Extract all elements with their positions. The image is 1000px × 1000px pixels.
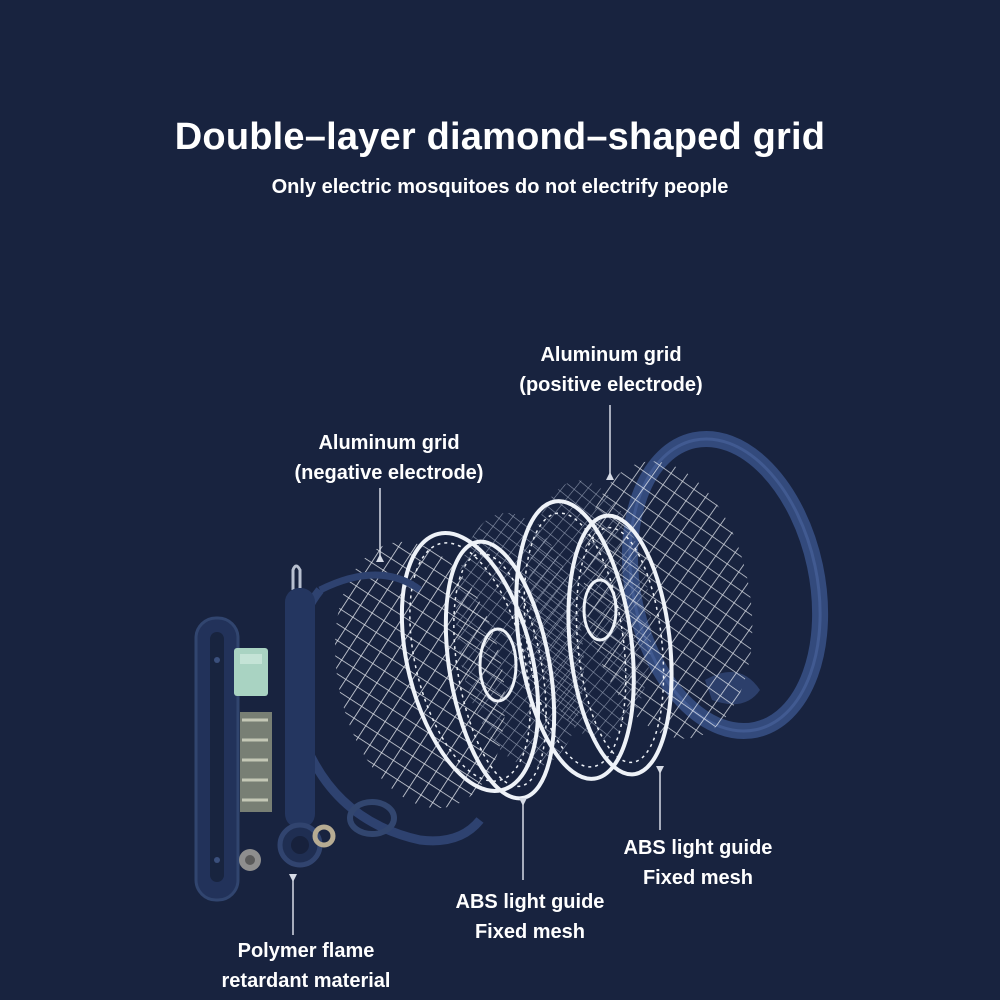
handle-frame-ring	[277, 564, 484, 868]
handle-shell	[194, 616, 240, 902]
label-abs-right: ABS light guide Fixed mesh	[623, 837, 773, 889]
battery-and-circuit	[234, 648, 336, 871]
leader-lines	[292, 405, 661, 935]
page-title: Double–layer diamond–shaped grid	[174, 116, 826, 158]
page-subtitle: Only electric mosquitoes do not electrif…	[271, 176, 729, 198]
label-abs-center: ABS light guide Fixed mesh	[455, 891, 605, 943]
abs-light-guide-frames	[399, 499, 674, 801]
label-aluminum-positive: Aluminum grid (positive electrode)	[519, 344, 703, 396]
leader-arrowheads	[289, 472, 664, 882]
label-aluminum-negative: Aluminum grid (negative electrode)	[294, 432, 484, 484]
label-polymer: Polymer flame retardant material	[221, 940, 391, 992]
negative-electrode-mesh	[335, 541, 505, 809]
